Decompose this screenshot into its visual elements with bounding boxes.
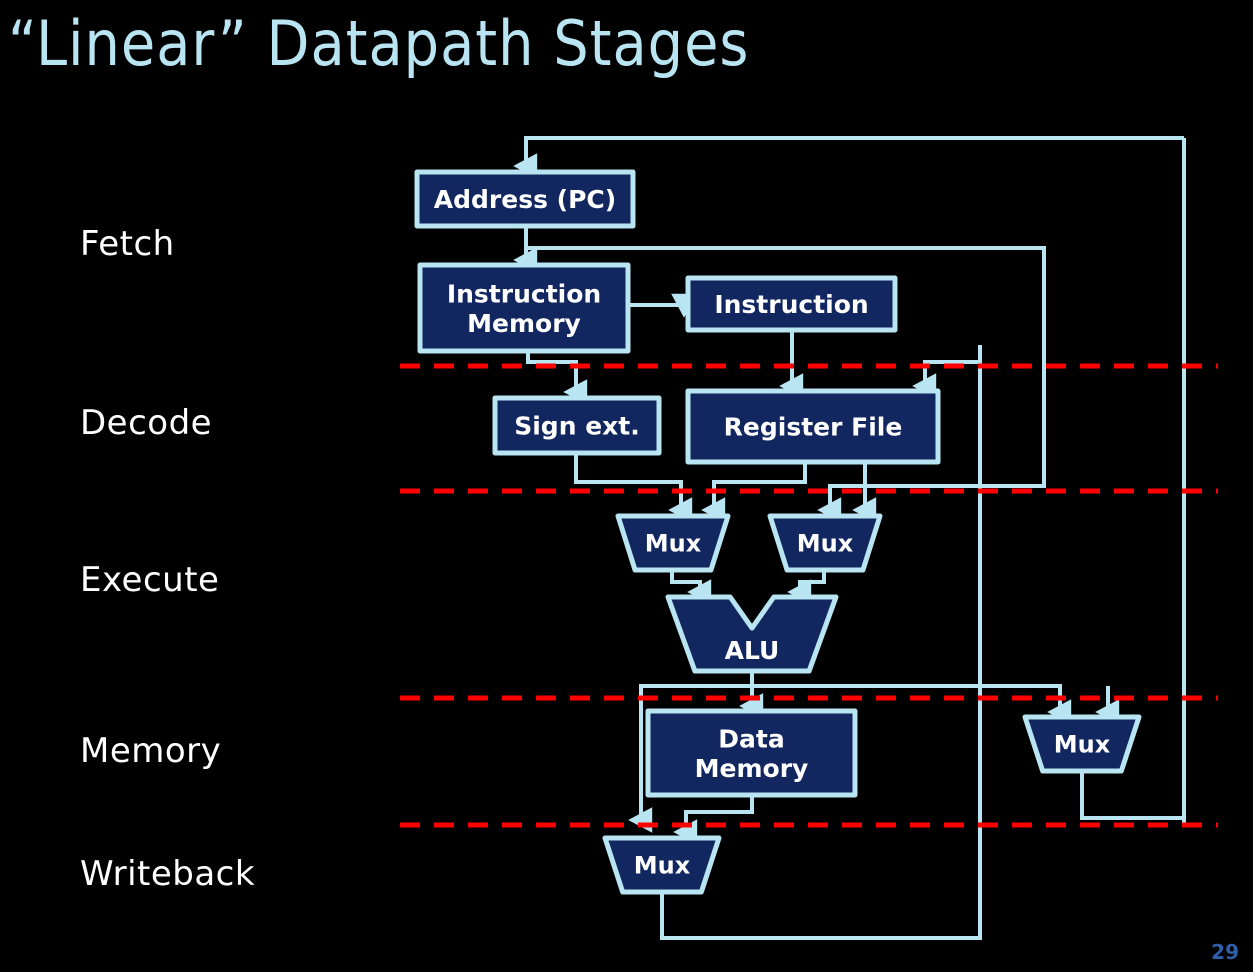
stage-label-execute: Execute	[80, 560, 220, 600]
node-register-file: Register File	[685, 388, 941, 465]
node-label-mux-memory: Mux	[1054, 731, 1111, 759]
node-mux-execute-a: Mux	[615, 513, 731, 573]
page-title: “Linear” Datapath Stages	[8, 7, 750, 80]
node-shape-register-file	[685, 388, 941, 465]
wire-layer	[513, 136, 1186, 940]
node-shape-address-pc	[414, 169, 636, 229]
page-number: 29	[1211, 940, 1239, 964]
node-shape-mux-memory	[1022, 714, 1142, 774]
node-mux-writeback: Mux	[602, 835, 722, 895]
node-label-instruction: Instruction	[714, 290, 868, 319]
node-shape-sign-ext	[492, 395, 662, 456]
node-instruction: Instruction	[685, 275, 898, 333]
node-sign-ext: Sign ext.	[492, 395, 662, 456]
node-label-register-file: Register File	[724, 413, 903, 442]
node-label-alu: ALU	[725, 636, 780, 665]
wire-signext-to-mux	[574, 453, 693, 523]
node-mux-execute-b: Mux	[767, 513, 883, 573]
node-label-instruction-memory-1: Instruction	[447, 279, 601, 308]
wire-regfile-out-a	[701, 462, 807, 523]
stage-label-decode: Decode	[80, 403, 213, 443]
node-address-pc: Address (PC)	[414, 169, 636, 229]
wire-alu-bypass-left	[628, 684, 752, 833]
stage-label-memory: Memory	[80, 731, 222, 771]
stage-label-fetch: Fetch	[80, 224, 175, 264]
node-label-data-memory-2: Memory	[695, 754, 809, 783]
wire-alu-to-memmux	[752, 684, 1072, 725]
node-label-mux-writeback: Mux	[634, 852, 691, 880]
node-shape-alu	[665, 594, 839, 674]
node-mux-memory: Mux	[1022, 714, 1142, 774]
wire-memmux-out-right	[1080, 771, 1184, 820]
node-shape-mux-execute-b	[767, 513, 883, 573]
node-shape-instruction-memory	[417, 262, 631, 354]
node-label-instruction-memory-2: Memory	[467, 309, 581, 338]
node-shape-mux-writeback	[602, 835, 722, 895]
stage-divider-layer	[400, 363, 1218, 828]
node-layer: Address (PC)InstructionMemoryInstruction…	[414, 169, 1142, 895]
node-label-sign-ext: Sign ext.	[514, 412, 640, 441]
node-shape-mux-execute-a	[615, 513, 731, 573]
wire-mux-a-to-alu	[670, 570, 712, 605]
node-alu: ALU	[665, 594, 839, 674]
wire-instruction-to-signext	[526, 351, 588, 405]
node-shape-instruction	[685, 275, 898, 333]
wire-mux-b-to-alu	[787, 570, 826, 605]
node-shape-data-memory	[645, 708, 858, 798]
stage-label-writeback: Writeback	[80, 854, 256, 894]
node-label-mux-execute-a: Mux	[645, 530, 702, 558]
wire-datamem-to-wbmux	[673, 795, 754, 845]
wire-pc-feedback-into-address	[513, 136, 1184, 179]
node-label-data-memory-1: Data	[718, 724, 784, 753]
node-label-mux-execute-b: Mux	[797, 530, 854, 558]
wire-wbmux-to-regfile-path	[660, 345, 982, 940]
wire-pc-branch-right	[526, 246, 1046, 523]
node-label-address-pc: Address (PC)	[434, 185, 616, 214]
